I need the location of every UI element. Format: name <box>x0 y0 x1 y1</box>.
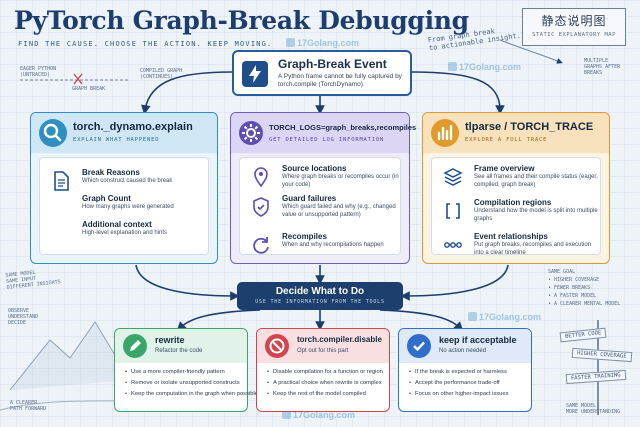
action-title: keep if acceptable <box>439 335 517 345</box>
action-bullets: If the break is expected or harmless Acc… <box>409 367 508 400</box>
note-multiple: MULTIPLE GRAPHS AFTER BREAKS <box>584 58 621 76</box>
arrow-tlparse-to-decide <box>400 264 509 301</box>
action-bullets: Use a more compiler-friendly pattern Rem… <box>125 367 258 400</box>
panel-title: torch._dynamo.explain <box>73 121 193 133</box>
item-desc: See all frames and their compile status … <box>474 174 598 188</box>
action-title: torch.compiler.disable <box>297 335 382 344</box>
brackets-icon <box>442 200 464 222</box>
decide-title: Decide What to Do <box>275 286 365 297</box>
panel-body: Break Reasons Which construct caused the… <box>39 157 209 255</box>
event-desc: A Python frame cannot be fully captured … <box>278 73 402 88</box>
bullet: Keep the rest of the model compiled <box>267 389 383 400</box>
decide-subtitle: USE THE INFORMATION FROM THE TOOLS <box>255 299 385 305</box>
panel-torch-logs: TORCH_LOGS=graph_breaks,recompiles GET D… <box>230 112 416 264</box>
panel-tlparse: tlparse / TORCH_TRACE EXPLORE A FULL TRA… <box>422 112 610 264</box>
location-pin-icon <box>250 166 272 188</box>
panel-body: Frame overview See all frames and their … <box>431 157 601 256</box>
badge-en: STATIC EXPLANATORY MAP <box>532 32 616 38</box>
item-title: Event relationships <box>474 232 548 241</box>
panel-subtitle: EXPLORE A FULL TRACE <box>465 137 548 143</box>
decide-box: Decide What to Do USE THE INFORMATION FR… <box>237 282 403 310</box>
item-title: Source locations <box>282 164 347 173</box>
action-subtitle: Refactor the code <box>155 348 203 354</box>
panel-subtitle: EXPLAIN WHAT HAPPENED <box>73 137 160 143</box>
item-title: Recompiles <box>282 232 327 241</box>
bullet: If the break is expected or harmless <box>409 367 508 378</box>
document-icon <box>50 170 72 192</box>
note-graph-break: GRAPH BREAK <box>72 86 106 92</box>
page-title: PyTorch Graph-Break Debugging <box>14 6 469 35</box>
item-desc: Where graph breaks or recompiles occur (… <box>282 174 399 188</box>
bullet: Accept the performance trade-off <box>409 378 508 389</box>
note-observe: OBSERVE UNDERSTAND DECIDE <box>8 308 39 326</box>
item-desc: Put graph breaks, recompiles and executi… <box>474 242 592 256</box>
panel-body: Source locations Where graph breaks or r… <box>239 157 401 255</box>
action-bullets: Disable compilation for a function or re… <box>267 367 383 400</box>
shield-icon <box>250 196 272 218</box>
checkmark-icon <box>407 334 431 358</box>
panel-title: TORCH_LOGS=graph_breaks,recompiles <box>269 123 417 132</box>
lightning-icon <box>242 61 268 87</box>
watermark-5: 17Golang.com <box>282 410 355 420</box>
note-same-model-right: SAME MODEL MORE UNDERSTANDING <box>566 403 621 415</box>
watermark-1: 17Golang.com <box>286 38 359 48</box>
magnifier-icon <box>39 119 67 147</box>
action-rewrite: rewrite Refactor the code Use a more com… <box>114 328 258 412</box>
prohibited-icon <box>265 334 289 358</box>
action-keep: keep if acceptable No action needed If t… <box>398 328 532 412</box>
item-desc: When and why recompilations happen <box>282 242 384 248</box>
page-subtitle: FIND THE CAUSE. CHOOSE THE ACTION. KEEP … <box>18 40 273 48</box>
arrow-event-to-tlparse <box>411 71 505 115</box>
note-clearer-path: A CLEARER PATH FORWARD <box>10 400 47 412</box>
item-title: Guard failures <box>282 194 337 203</box>
bullet: Remove or isolate unsupported constructs <box>125 378 258 389</box>
item-desc: High-level explanation and hints <box>82 230 168 236</box>
bullet: Disable compilation for a function or re… <box>267 367 383 378</box>
item-title: Compilation regions <box>474 198 552 207</box>
action-subtitle: Opt out for this part <box>297 348 349 354</box>
badge-cn: 静态说明图 <box>541 14 607 28</box>
event-title: Graph-Break Event <box>278 57 387 71</box>
panel-subtitle: GET DETAILED LOG INFORMATION <box>269 137 385 143</box>
panel-dynamo-explain: torch._dynamo.explain EXPLAIN WHAT HAPPE… <box>30 112 218 264</box>
item-title: Additional context <box>82 220 152 229</box>
arrow-event-to-explain <box>141 71 233 115</box>
item-desc: How many graphs were generated <box>82 204 174 210</box>
arrow-decide-to-keep <box>379 309 464 332</box>
bullet: Focus on other higher-impact issues <box>409 389 508 400</box>
gear-icon <box>239 121 263 145</box>
item-title: Graph Count <box>82 194 131 203</box>
chart-icon <box>431 119 459 147</box>
action-title: rewrite <box>155 335 185 345</box>
item-title: Break Reasons <box>82 168 140 177</box>
note-eager: EAGER PYTHON (UNTRACED) <box>20 66 57 78</box>
action-disable: torch.compiler.disable Opt out for this … <box>256 328 390 412</box>
refresh-icon <box>250 234 272 256</box>
watermark-4: 17Golang.com <box>468 312 541 322</box>
panel-title: tlparse / TORCH_TRACE <box>465 121 594 133</box>
map-badge: 静态说明图 STATIC EXPLANATORY MAP <box>522 8 626 46</box>
action-subtitle: No action needed <box>439 348 487 354</box>
note-same-goal: SAME GOAL • HIGHER COVERAGE • FEWER BREA… <box>548 269 621 307</box>
watermark-2: 17Golang.com <box>448 62 521 72</box>
pencil-icon <box>123 334 147 358</box>
bullet: Use a more compiler-friendly pattern <box>125 367 258 378</box>
item-desc: Which construct caused the break <box>82 178 173 184</box>
bullet: A practical choice when rewrite is compl… <box>267 378 383 389</box>
bullet: Keep the computation in the graph when p… <box>125 389 258 400</box>
timeline-icon <box>442 234 464 256</box>
item-title: Frame overview <box>474 164 535 173</box>
item-desc: Which guard failed and why (e.g., change… <box>282 204 396 218</box>
arrow-decide-to-rewrite <box>176 309 261 332</box>
arrow-explain-to-decide <box>135 264 240 301</box>
item-desc: Understand how the model is split into m… <box>474 208 598 222</box>
layers-icon <box>442 166 464 188</box>
note-compiled: COMPILED GRAPH (CONTINUES) <box>140 68 183 80</box>
graph-break-event: Graph-Break Event A Python frame cannot … <box>232 50 412 96</box>
